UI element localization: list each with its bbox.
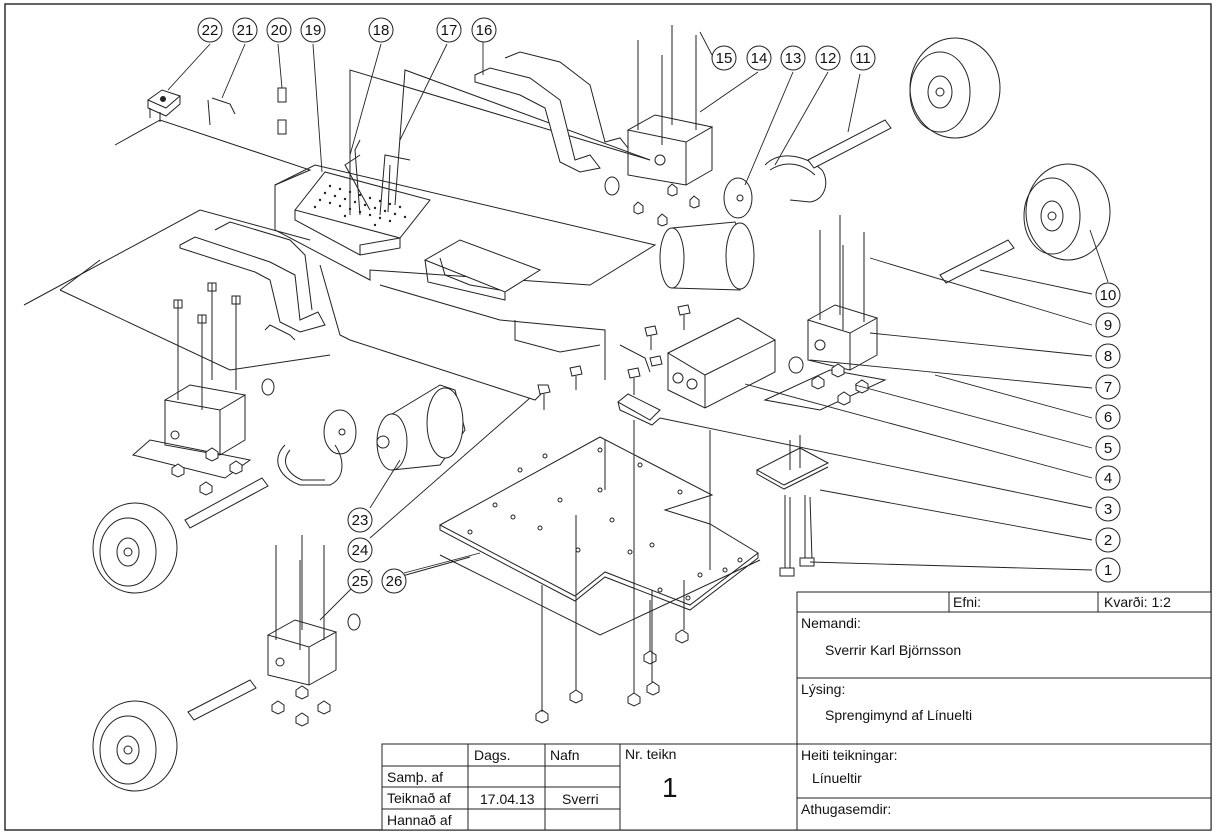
drawing-title-value: Línueltir <box>812 770 862 786</box>
svg-text:4: 4 <box>1104 470 1112 487</box>
motor-bracket-right <box>474 51 629 173</box>
base-plate <box>438 436 759 611</box>
callouts: 1 2 3 4 5 6 7 8 9 10 11 12 13 14 15 16 1… <box>197 17 1121 594</box>
bolts-and-nuts <box>171 304 869 727</box>
callout-12: 12 <box>815 45 841 71</box>
efni-label: Efni: <box>953 594 982 610</box>
svg-text:2: 2 <box>1104 532 1112 549</box>
svg-text:21: 21 <box>237 22 254 39</box>
svg-text:9: 9 <box>1104 317 1112 334</box>
row-designed: Hannað af <box>387 812 452 828</box>
student-label: Nemandi: <box>801 615 861 631</box>
description-value: Sprengimynd af Línuelti <box>825 707 973 723</box>
header-dags: Dags. <box>474 747 511 763</box>
drawing-no-label: Nr. teikn <box>625 746 677 762</box>
scale-label: Kvarði: 1:2 <box>1104 594 1171 610</box>
wheel-rear-right <box>1023 163 1111 261</box>
wheel-front-left <box>92 502 178 594</box>
drawing-title-label: Heiti teikningar: <box>801 747 898 763</box>
axle-block-right-lower <box>763 215 887 411</box>
svg-text:14: 14 <box>751 50 768 67</box>
motor-left <box>376 384 466 471</box>
callout-18: 18 <box>368 17 394 43</box>
axle-block-left-lower <box>266 535 361 686</box>
pulley-belt-left <box>277 409 357 486</box>
callout-10: 10 <box>1095 282 1121 308</box>
callout-21: 21 <box>232 17 258 43</box>
svg-text:3: 3 <box>1104 501 1112 518</box>
callout-23: 23 <box>347 507 373 533</box>
svg-text:15: 15 <box>716 50 733 67</box>
breadboard <box>294 171 431 256</box>
svg-text:8: 8 <box>1104 348 1112 365</box>
svg-text:6: 6 <box>1104 409 1112 426</box>
axle-block-right-upper <box>604 25 714 227</box>
battery-box <box>619 317 777 409</box>
callout-26: 26 <box>381 568 407 594</box>
svg-text:24: 24 <box>352 542 369 559</box>
svg-text:19: 19 <box>305 22 322 39</box>
callout-3: 3 <box>1095 496 1121 522</box>
header-nafn: Nafn <box>550 747 580 763</box>
callout-14: 14 <box>746 45 772 71</box>
svg-text:18: 18 <box>373 22 390 39</box>
callout-25: 25 <box>347 568 373 594</box>
title-block-frame <box>381 591 1212 831</box>
svg-text:25: 25 <box>352 573 369 590</box>
svg-text:12: 12 <box>820 50 837 67</box>
svg-text:26: 26 <box>386 573 403 590</box>
callout-20: 20 <box>266 17 292 43</box>
sensor-bracket <box>423 239 542 301</box>
drawn-date: 17.04.13 <box>480 791 535 807</box>
header-pins <box>146 87 287 135</box>
remarks-label: Athugasemdir: <box>801 801 892 817</box>
svg-text:7: 7 <box>1104 379 1112 396</box>
svg-text:22: 22 <box>202 22 219 39</box>
callout-6: 6 <box>1095 404 1121 430</box>
callout-4: 4 <box>1095 465 1121 491</box>
description-label: Lýsing: <box>801 681 846 697</box>
svg-text:16: 16 <box>476 22 493 39</box>
callout-2: 2 <box>1095 527 1121 553</box>
axles <box>184 119 1015 721</box>
callout-11: 11 <box>850 45 876 71</box>
svg-text:1: 1 <box>1104 562 1112 579</box>
callout-15: 15 <box>711 45 737 71</box>
callout-19: 19 <box>300 17 326 43</box>
drawn-name: Sverri <box>562 791 599 807</box>
wheel-rear-left <box>92 700 178 792</box>
row-drawn: Teiknað af <box>387 790 451 806</box>
svg-text:17: 17 <box>441 22 458 39</box>
svg-text:20: 20 <box>271 22 288 39</box>
motor-right <box>659 221 755 291</box>
callout-13: 13 <box>780 45 806 71</box>
motor-bracket-left <box>179 221 326 341</box>
row-approved: Samþ. af <box>387 769 444 785</box>
pulley-belt-right <box>723 155 827 219</box>
svg-text:13: 13 <box>785 50 802 67</box>
callout-7: 7 <box>1095 374 1121 400</box>
callout-16: 16 <box>471 17 497 43</box>
svg-text:11: 11 <box>855 50 871 67</box>
callout-5: 5 <box>1095 435 1121 461</box>
wheel-front-right <box>909 37 1001 139</box>
sensor-board <box>755 435 830 577</box>
callout-8: 8 <box>1095 343 1121 369</box>
svg-text:10: 10 <box>1100 287 1117 304</box>
svg-text:23: 23 <box>352 512 369 529</box>
callout-24: 24 <box>347 537 373 563</box>
callout-1: 1 <box>1095 557 1121 583</box>
switch <box>617 393 661 426</box>
svg-text:5: 5 <box>1104 440 1112 457</box>
axle-block-left-upper <box>131 282 275 479</box>
student-name: Sverrir Karl Björnsson <box>825 642 962 658</box>
drawing-no-value: 1 <box>662 772 678 803</box>
callout-17: 17 <box>436 17 462 43</box>
leader-lines <box>167 31 1109 621</box>
callout-22: 22 <box>197 17 223 43</box>
callout-9: 9 <box>1095 312 1121 338</box>
